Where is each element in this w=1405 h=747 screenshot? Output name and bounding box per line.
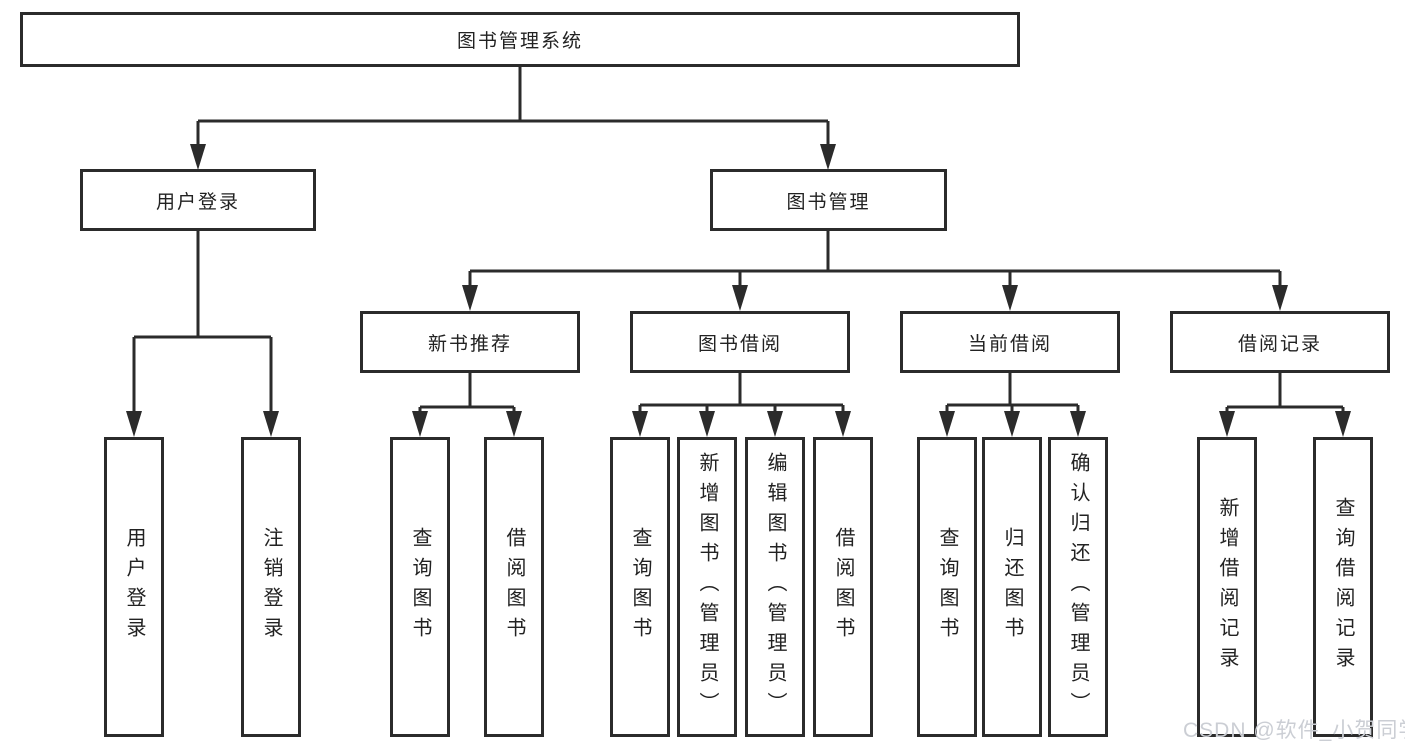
arrow-icon bbox=[1070, 411, 1086, 437]
arrow-icon bbox=[263, 411, 279, 437]
leaf-borrow-borrow-books: 借阅图书 bbox=[813, 437, 873, 737]
leaf-borrow-add-books-admin: 新增图书（管理员） bbox=[677, 437, 737, 737]
connector-newrec-leaves bbox=[418, 371, 516, 413]
arrow-icon bbox=[835, 411, 851, 437]
watermark: CSDN @软件_小贺同学 bbox=[1183, 719, 1405, 742]
arrow-icon bbox=[1219, 411, 1235, 437]
arrow-icon bbox=[1335, 411, 1351, 437]
arrow-icon bbox=[1272, 285, 1288, 311]
leaf-user-login: 用户登录 bbox=[104, 437, 164, 737]
connector-root-l2 bbox=[196, 64, 830, 146]
connector-records-leaves bbox=[1225, 371, 1345, 413]
arrow-icon bbox=[1004, 411, 1020, 437]
arrow-icon bbox=[506, 411, 522, 437]
leaf-borrow-query-books: 查询图书 bbox=[610, 437, 670, 737]
node-root: 图书管理系统 bbox=[20, 12, 1020, 67]
arrow-icon bbox=[190, 144, 206, 170]
arrow-icon bbox=[126, 411, 142, 437]
node-book-mgmt: 图书管理 bbox=[710, 169, 947, 231]
node-book-borrow: 图书借阅 bbox=[630, 311, 850, 373]
node-user-login: 用户登录 bbox=[80, 169, 316, 231]
leaf-newrec-borrow-books: 借阅图书 bbox=[484, 437, 544, 737]
connector-user-leaves bbox=[132, 228, 273, 413]
node-current-borrow: 当前借阅 bbox=[900, 311, 1120, 373]
leaf-current-query-books: 查询图书 bbox=[917, 437, 977, 737]
leaf-newrec-query-books: 查询图书 bbox=[390, 437, 450, 737]
arrow-icon bbox=[462, 285, 478, 311]
arrow-icon bbox=[939, 411, 955, 437]
arrow-icon bbox=[699, 411, 715, 437]
arrow-icon bbox=[820, 144, 836, 170]
leaf-current-return-books: 归还图书 bbox=[982, 437, 1042, 737]
connector-borrow-leaves bbox=[638, 371, 845, 413]
leaf-current-confirm-return-admin: 确认归还（管理员） bbox=[1048, 437, 1108, 737]
arrow-icon bbox=[412, 411, 428, 437]
leaf-logout: 注销登录 bbox=[241, 437, 301, 737]
arrow-icon bbox=[767, 411, 783, 437]
leaf-records-add-record: 新增借阅记录 bbox=[1197, 437, 1257, 737]
connector-mgmt-l3 bbox=[468, 228, 1282, 287]
node-borrow-records: 借阅记录 bbox=[1170, 311, 1390, 373]
node-new-book-rec: 新书推荐 bbox=[360, 311, 580, 373]
connector-current-leaves bbox=[945, 371, 1080, 413]
leaf-records-query-record: 查询借阅记录 bbox=[1313, 437, 1373, 737]
arrow-icon bbox=[632, 411, 648, 437]
arrow-icon bbox=[1002, 285, 1018, 311]
arrow-icon bbox=[732, 285, 748, 311]
leaf-borrow-edit-books-admin: 编辑图书（管理员） bbox=[745, 437, 805, 737]
